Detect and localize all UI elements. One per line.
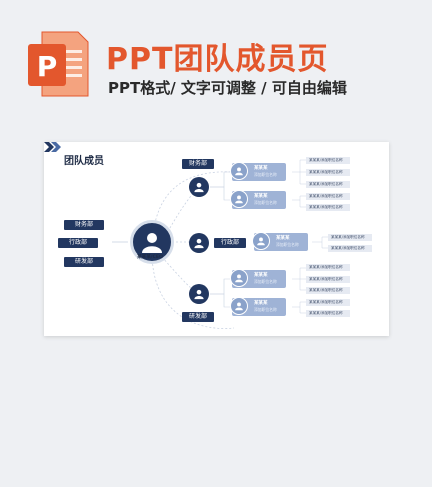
person-icon	[235, 274, 243, 283]
person-icon	[235, 167, 243, 176]
rnd-person-card-1[interactable]: 某某某 添加职位名称	[230, 269, 286, 288]
person-name: 某某某	[254, 194, 268, 199]
header: P PPT团队成员页 PPT格式/ 文字可调整 / 可自由编辑	[0, 0, 432, 125]
page-title: PPT团队成员页	[106, 42, 329, 77]
mini-item[interactable]: 某某某/添加职位名称	[306, 264, 350, 271]
mini-item[interactable]: 某某某/添加职位名称	[306, 169, 350, 176]
mini-item[interactable]: 某某某/添加职位名称	[306, 287, 350, 294]
admin-person-card[interactable]: 某某某 添加职位名称	[252, 232, 308, 251]
person-avatar	[230, 297, 248, 315]
person-title: 添加职位名称	[254, 200, 277, 205]
person-avatar	[230, 190, 248, 208]
mini-item[interactable]: 某某某/添加职位名称	[306, 276, 350, 283]
person-name: 某某某	[254, 166, 268, 171]
person-avatar	[230, 162, 248, 180]
mini-item[interactable]: 某某某/添加职位名称	[328, 245, 372, 252]
person-icon	[257, 237, 265, 246]
rnd-head-avatar[interactable]	[189, 284, 209, 304]
person-icon	[194, 238, 204, 249]
finance-person-card-2[interactable]: 某某某 添加职位名称	[230, 190, 286, 209]
person-icon	[142, 233, 162, 253]
admin-head-avatar[interactable]	[189, 233, 209, 253]
mini-item[interactable]: 某某某/添加职位名称	[306, 204, 350, 211]
person-avatar	[252, 232, 270, 250]
person-icon	[235, 302, 243, 311]
person-icon	[194, 289, 204, 300]
mini-item[interactable]: 某某某/添加职位名称	[306, 299, 350, 306]
mini-item[interactable]: 某某某/添加职位名称	[306, 193, 350, 200]
person-icon	[235, 195, 243, 204]
ceo-label: 某某某/CEO	[137, 255, 163, 260]
ceo-avatar[interactable]	[130, 220, 174, 264]
page-subtitle: PPT格式/ 文字可调整 / 可自由编辑	[108, 79, 347, 97]
mini-item[interactable]: 某某某/添加职位名称	[306, 181, 350, 188]
mini-item[interactable]: 某某某/添加职位名称	[306, 310, 350, 317]
title-chevron-icon	[44, 142, 61, 152]
branch-finance-label[interactable]: 财务部	[182, 159, 214, 169]
rnd-person-card-2[interactable]: 某某某 添加职位名称	[230, 297, 286, 316]
person-title: 添加职位名称	[254, 307, 277, 312]
person-name: 某某某	[254, 273, 268, 278]
left-dept-finance[interactable]: 财务部	[64, 220, 104, 230]
person-title: 添加职位名称	[254, 172, 277, 177]
slide-preview[interactable]: 团队成员 财务部 行政部 研发部 某某某/CEO 财务部 某某某 添加职位名称 …	[44, 142, 389, 336]
branch-rnd-label[interactable]: 研发部	[182, 312, 214, 322]
mini-item[interactable]: 某某某/添加职位名称	[328, 234, 372, 241]
finance-head-avatar[interactable]	[189, 177, 209, 197]
person-title: 添加职位名称	[254, 279, 277, 284]
mini-item[interactable]: 某某某/添加职位名称	[306, 157, 350, 164]
person-title: 添加职位名称	[276, 242, 299, 247]
person-name: 某某某	[254, 301, 268, 306]
powerpoint-logo-icon: P	[28, 31, 89, 97]
left-dept-rnd[interactable]: 研发部	[64, 257, 104, 267]
finance-person-card-1[interactable]: 某某某 添加职位名称	[230, 162, 286, 181]
left-dept-admin[interactable]: 行政部	[58, 238, 98, 248]
logo-letter: P	[37, 50, 58, 83]
branch-admin-label[interactable]: 行政部	[214, 238, 246, 248]
slide-title: 团队成员	[64, 156, 104, 167]
person-avatar	[230, 269, 248, 287]
person-icon	[194, 182, 204, 193]
person-name: 某某某	[276, 236, 290, 241]
